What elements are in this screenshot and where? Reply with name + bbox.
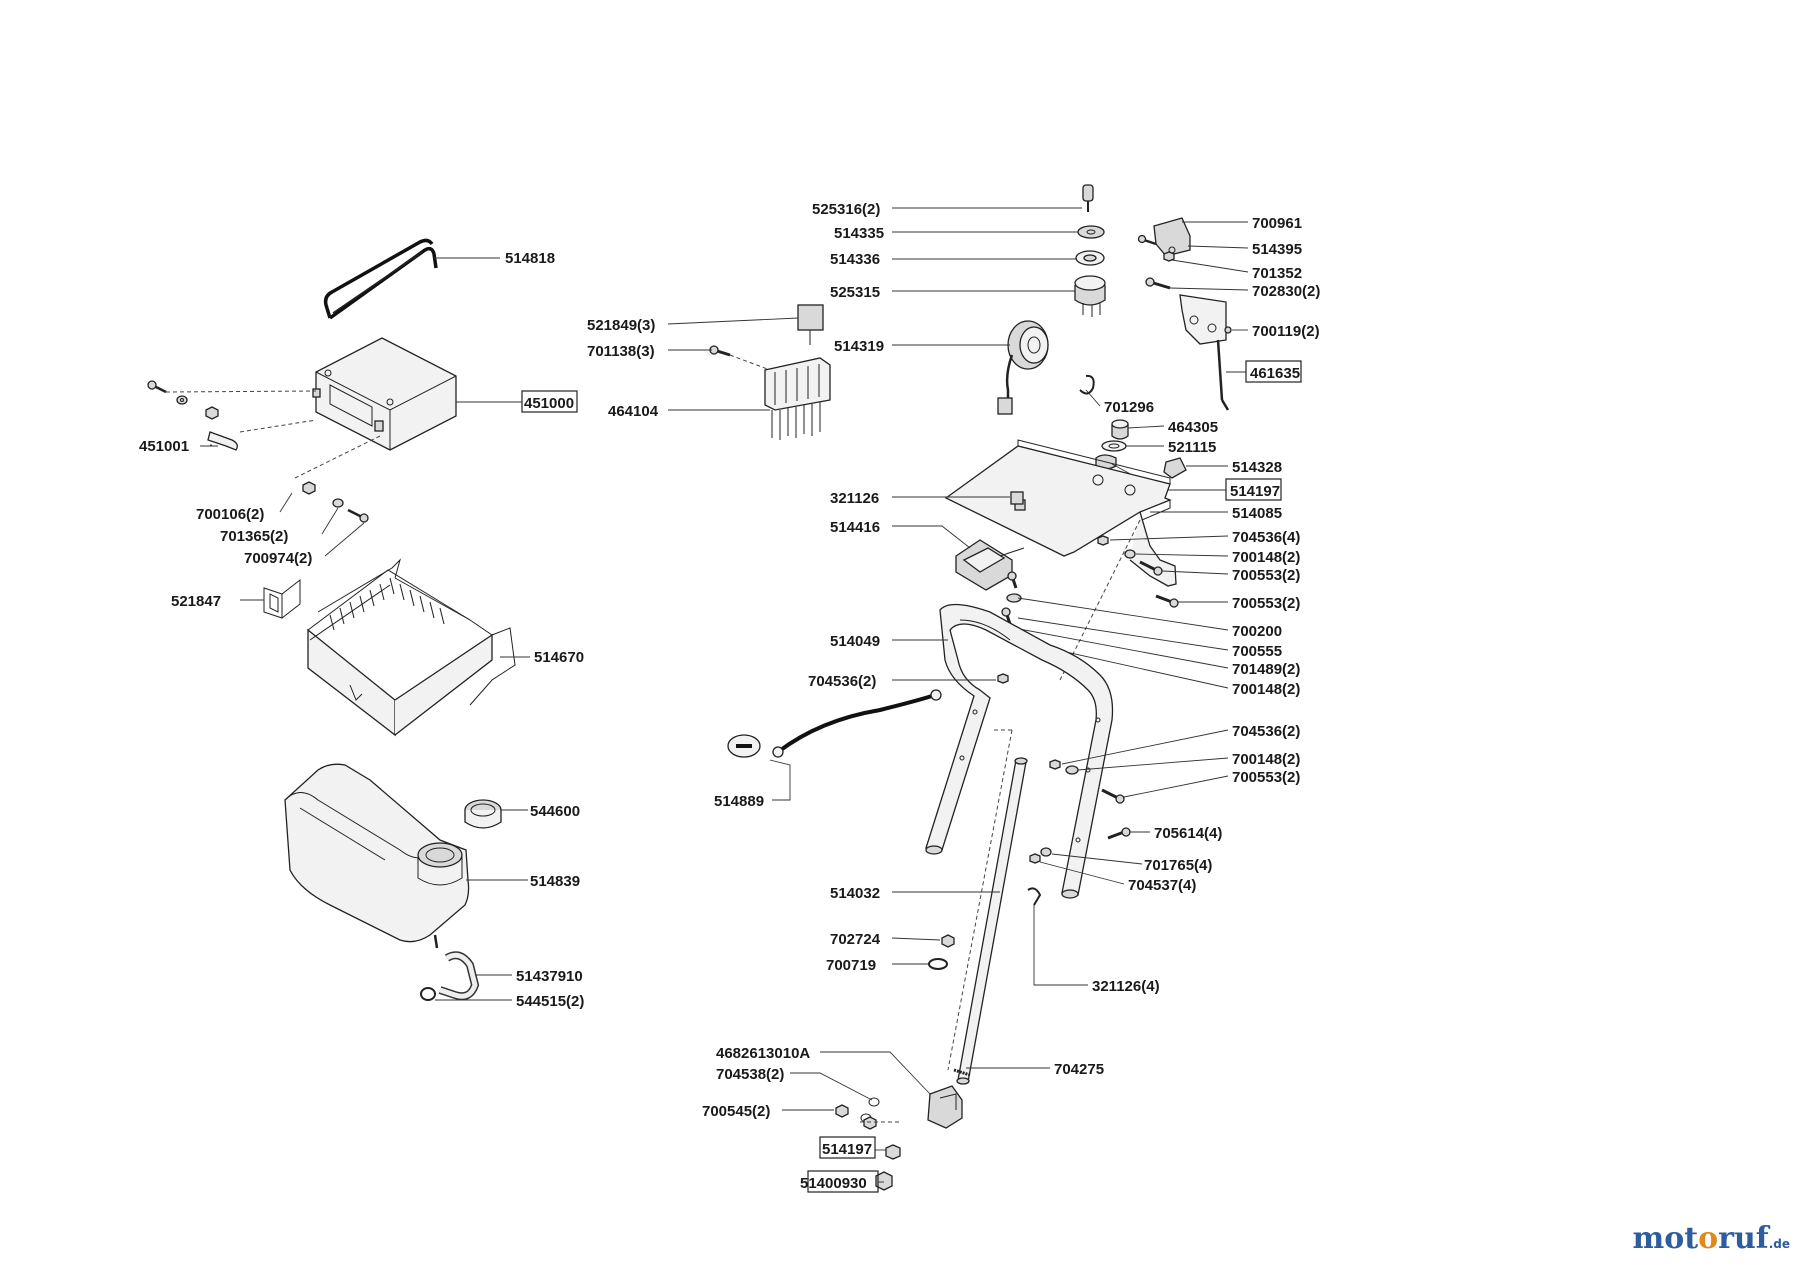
earth-cable-part (727, 689, 942, 758)
part-number-labels: 514818 451000 451001 700106(2) 701365(2)… (139, 201, 1320, 1192)
label-544600: 544600 (530, 803, 580, 820)
hour-meter-part (997, 320, 1049, 415)
label-464305: 464305 (1168, 419, 1218, 436)
fuel-tank-part (284, 763, 470, 949)
label-514818: 514818 (505, 250, 555, 267)
label-704538-2: 704538(2) (716, 1066, 784, 1083)
label-700148-2-a: 700148(2) (1232, 549, 1300, 566)
fuel-hose-part (420, 951, 480, 1001)
fuel-cap-part (464, 799, 502, 829)
label-514197-bottom: 514197 (822, 1141, 872, 1158)
battery-part (312, 337, 457, 451)
label-700545-2: 700545(2) (702, 1103, 770, 1120)
control-shaft-part (947, 729, 1028, 1085)
panel-clip-nut (1010, 491, 1024, 505)
ignition-switch-assembly (1074, 184, 1106, 317)
label-464104: 464104 (608, 403, 659, 420)
label-514335: 514335 (834, 225, 884, 242)
label-702724: 702724 (830, 931, 881, 948)
label-700553-2-a: 700553(2) (1232, 567, 1300, 584)
label-521115: 521115 (1168, 439, 1216, 456)
label-701138-3: 701138(3) (587, 343, 655, 360)
label-705614-4: 705614(4) (1154, 825, 1222, 842)
label-461635: 461635 (1250, 365, 1300, 382)
handle-clamp-hardware (1027, 827, 1131, 906)
label-700555: 700555 (1232, 643, 1282, 660)
relay-and-connector-block (709, 304, 831, 440)
label-700553-2-b: 700553(2) (1232, 595, 1300, 612)
label-321126-4: 321126(4) (1092, 978, 1160, 995)
label-700974-2: 700974(2) (244, 550, 312, 567)
shaft-lower-linkage (835, 1068, 971, 1191)
label-700106-2: 700106(2) (196, 506, 264, 523)
label-701365-2: 701365(2) (220, 528, 288, 545)
label-514328: 514328 (1232, 459, 1282, 476)
label-525315: 525315 (830, 284, 880, 301)
label-701352: 701352 (1252, 265, 1302, 282)
label-514670: 514670 (534, 649, 584, 666)
handle-bar-part (925, 603, 1114, 899)
label-525316-2: 525316(2) (812, 201, 880, 218)
label-704536-4: 704536(4) (1232, 529, 1300, 546)
label-514395: 514395 (1252, 241, 1302, 258)
label-321126: 321126 (830, 490, 879, 507)
label-514839: 514839 (530, 873, 580, 890)
label-700961: 700961 (1252, 215, 1302, 232)
label-521847: 521847 (171, 593, 221, 610)
shaft-washer-parts (928, 934, 955, 970)
label-514197-top: 514197 (1230, 483, 1280, 500)
label-700553-2-c: 700553(2) (1232, 769, 1300, 786)
label-521849-3: 521849(3) (587, 317, 655, 334)
handle-nut-left (997, 673, 1009, 684)
label-701296: 701296 (1104, 399, 1154, 416)
bracket-and-rod-part (1145, 277, 1232, 411)
label-544515-2: 544515(2) (516, 993, 584, 1010)
label-704275: 704275 (1054, 1061, 1104, 1078)
label-702830-2: 702830(2) (1252, 283, 1320, 300)
label-514336: 514336 (830, 251, 880, 268)
label-451001: 451001 (139, 438, 189, 455)
safety-switch-part (1137, 217, 1191, 262)
label-514049: 514049 (830, 633, 880, 650)
label-451000: 451000 (524, 395, 574, 412)
label-514319: 514319 (834, 338, 884, 355)
label-700148-2-c: 700148(2) (1232, 751, 1300, 768)
label-701765-4: 701765(4) (1144, 857, 1212, 874)
label-4682613010A: 4682613010A (716, 1045, 810, 1062)
label-701489-2: 701489(2) (1232, 661, 1300, 678)
label-514085: 514085 (1232, 505, 1282, 522)
label-704536-2-a: 704536(2) (808, 673, 876, 690)
label-51400930: 51400930 (800, 1175, 867, 1192)
tray-clip-part (263, 578, 301, 619)
label-704536-2-b: 704536(2) (1232, 723, 1300, 740)
battery-tray-part (307, 558, 516, 737)
label-514416: 514416 (830, 519, 880, 536)
label-514032: 514032 (830, 885, 880, 902)
label-704537-4: 704537(4) (1128, 877, 1196, 894)
battery-terminal-hardware (147, 380, 381, 523)
label-700148-2-b: 700148(2) (1232, 681, 1300, 698)
label-700200: 700200 (1232, 623, 1282, 640)
circlip-part (1079, 374, 1095, 395)
label-514889: 514889 (714, 793, 764, 810)
label-700119-2: 700119(2) (1252, 323, 1320, 340)
label-51437910: 51437910 (516, 968, 583, 985)
label-700719: 700719 (826, 957, 876, 974)
motoruf-logo: motoruf.de (1632, 1221, 1790, 1256)
battery-strap-part (323, 238, 438, 320)
